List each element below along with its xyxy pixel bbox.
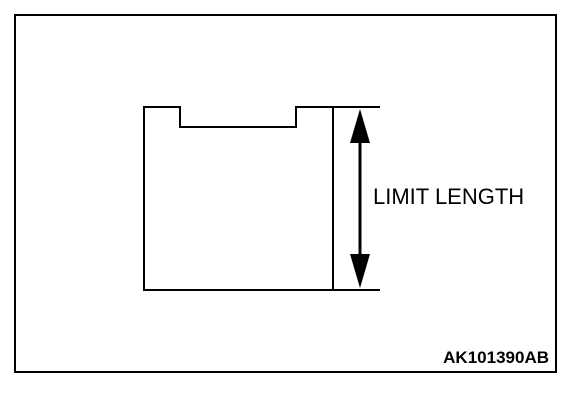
arrowhead-bottom: [350, 254, 370, 288]
dimension-label: LIMIT LENGTH: [373, 184, 525, 209]
diagram-frame: [14, 14, 557, 373]
figure-id: AK101390AB: [443, 348, 549, 367]
arrowhead-top: [350, 109, 370, 143]
part-outline: [143, 106, 334, 291]
